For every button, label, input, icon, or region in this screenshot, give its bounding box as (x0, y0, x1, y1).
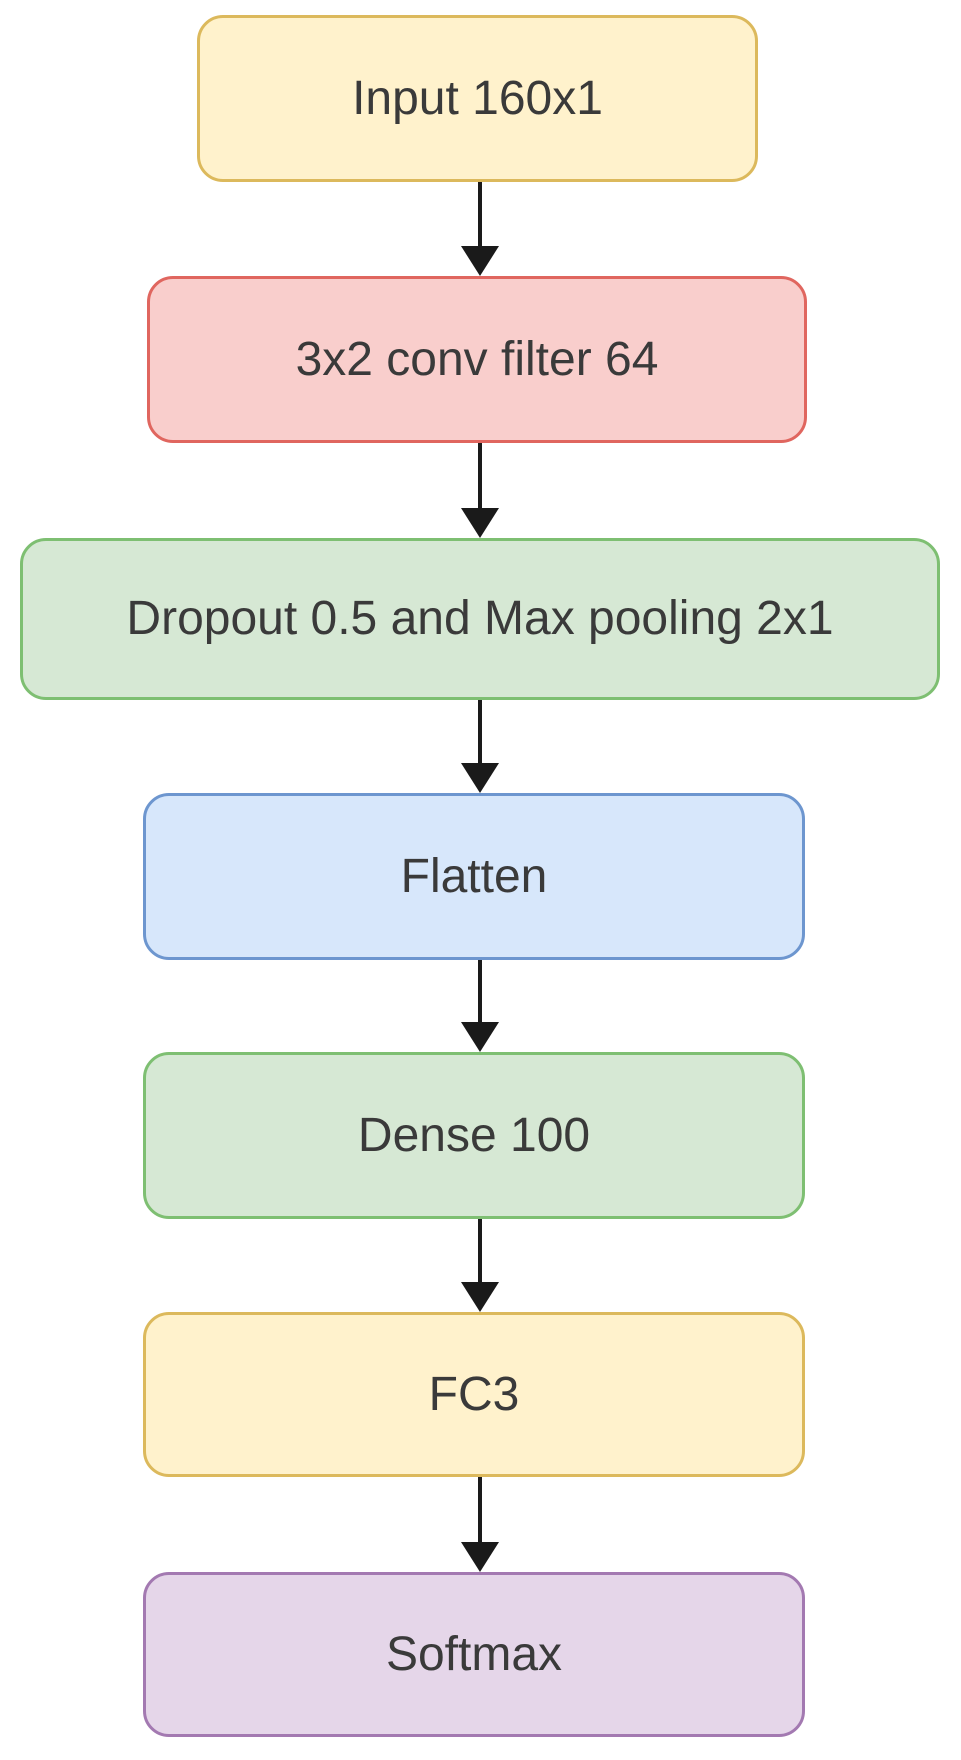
arrow-line (478, 1477, 482, 1546)
node-fc3: FC3 (143, 1312, 805, 1477)
node-input-label: Input 160x1 (352, 71, 603, 125)
node-input: Input 160x1 (197, 15, 758, 182)
arrow-line (478, 960, 482, 1026)
node-softmax: Softmax (143, 1572, 805, 1737)
node-dropout-maxpool-label: Dropout 0.5 and Max pooling 2x1 (126, 592, 834, 646)
node-fc3-label: FC3 (428, 1367, 520, 1421)
node-dense: Dense 100 (143, 1052, 805, 1219)
arrow-head-icon (461, 508, 499, 538)
arrow-head-icon (461, 1282, 499, 1312)
arrow-line (478, 700, 482, 767)
flow-arrow-dense-to-fc3 (461, 1219, 499, 1312)
flow-arrow-input-to-conv (461, 182, 499, 276)
arrow-head-icon (461, 1022, 499, 1052)
node-softmax-label: Softmax (385, 1627, 563, 1681)
node-conv: 3x2 conv filter 64 (147, 276, 807, 443)
arrow-line (478, 1219, 482, 1286)
node-dense-label: Dense 100 (357, 1108, 591, 1162)
arrow-line (478, 182, 482, 250)
flow-arrow-dropout-to-flatten (461, 700, 499, 793)
flow-arrow-conv-to-dropout (461, 443, 499, 538)
flow-arrow-fc3-to-softmax (461, 1477, 499, 1572)
flow-arrow-flatten-to-dense (461, 960, 499, 1052)
arrow-head-icon (461, 246, 499, 276)
arrow-head-icon (461, 1542, 499, 1572)
node-flatten-label: Flatten (400, 849, 548, 903)
arrow-head-icon (461, 763, 499, 793)
node-conv-label: 3x2 conv filter 64 (295, 332, 659, 386)
node-dropout-maxpool: Dropout 0.5 and Max pooling 2x1 (20, 538, 940, 700)
arrow-line (478, 443, 482, 512)
node-flatten: Flatten (143, 793, 805, 960)
